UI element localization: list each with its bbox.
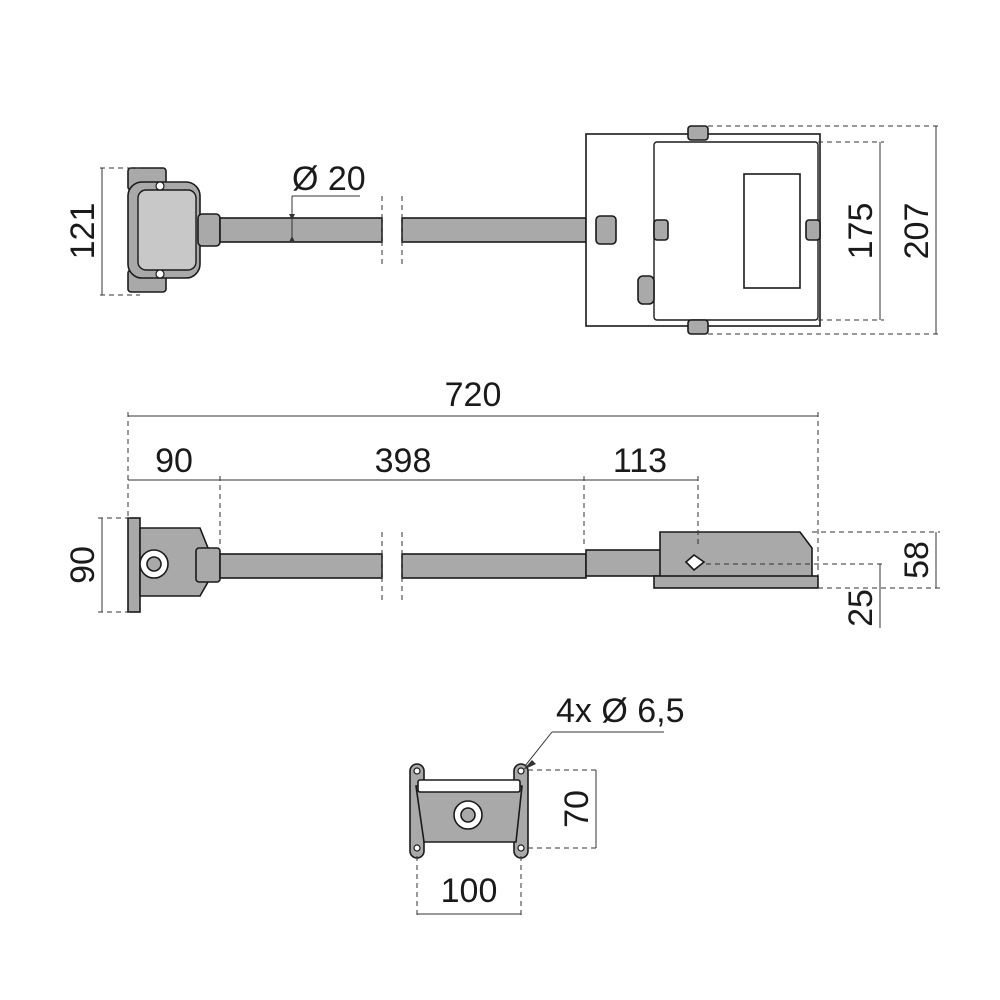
- side-view-total-length-label: 720: [445, 376, 502, 414]
- top-view-dimensions: [100, 125, 940, 335]
- side-view-body-height-label: 58: [898, 541, 936, 579]
- top-view-arm-diameter-label: Ø 20: [292, 160, 366, 198]
- side-view-arm: [219, 532, 587, 600]
- top-view-wall-bracket: [127, 167, 221, 293]
- mounting-hole: [413, 844, 421, 852]
- side-view-wall-bracket: [127, 517, 221, 613]
- mounting-hole: [517, 767, 525, 775]
- top-view-luminaire-body: [585, 125, 821, 335]
- side-view-bracket-length-label: 90: [155, 442, 193, 480]
- top-view-arm: [219, 196, 587, 264]
- mounting-hole: [413, 767, 421, 775]
- bracket-view-plate: [409, 763, 529, 859]
- bracket-view: 4x Ø 6,5 70 100: [409, 692, 685, 918]
- mounting-hole: [517, 844, 525, 852]
- side-view-arm-length-label: 398: [375, 442, 432, 480]
- top-view: 121 Ø 20 175 207: [64, 125, 940, 335]
- side-view-adapter-length-label: 113: [613, 442, 667, 480]
- bracket-view-width-label: 100: [441, 872, 498, 910]
- top-view-total-height-label: 207: [898, 203, 936, 260]
- bracket-view-holes-label: 4x Ø 6,5: [556, 692, 685, 730]
- top-view-bracket-height-label: 121: [64, 203, 102, 260]
- side-view-body-offset-label: 25: [842, 589, 880, 627]
- side-view-dimensions: [98, 412, 940, 628]
- top-view-body-height-label: 175: [842, 203, 880, 260]
- side-view-bracket-height-label: 90: [64, 546, 102, 584]
- bracket-view-height-label: 70: [558, 790, 596, 828]
- bracket-view-dimensions: [416, 731, 664, 918]
- side-view-luminaire: [585, 531, 819, 589]
- side-view: 720 90 398 113 90 58 25: [64, 376, 940, 628]
